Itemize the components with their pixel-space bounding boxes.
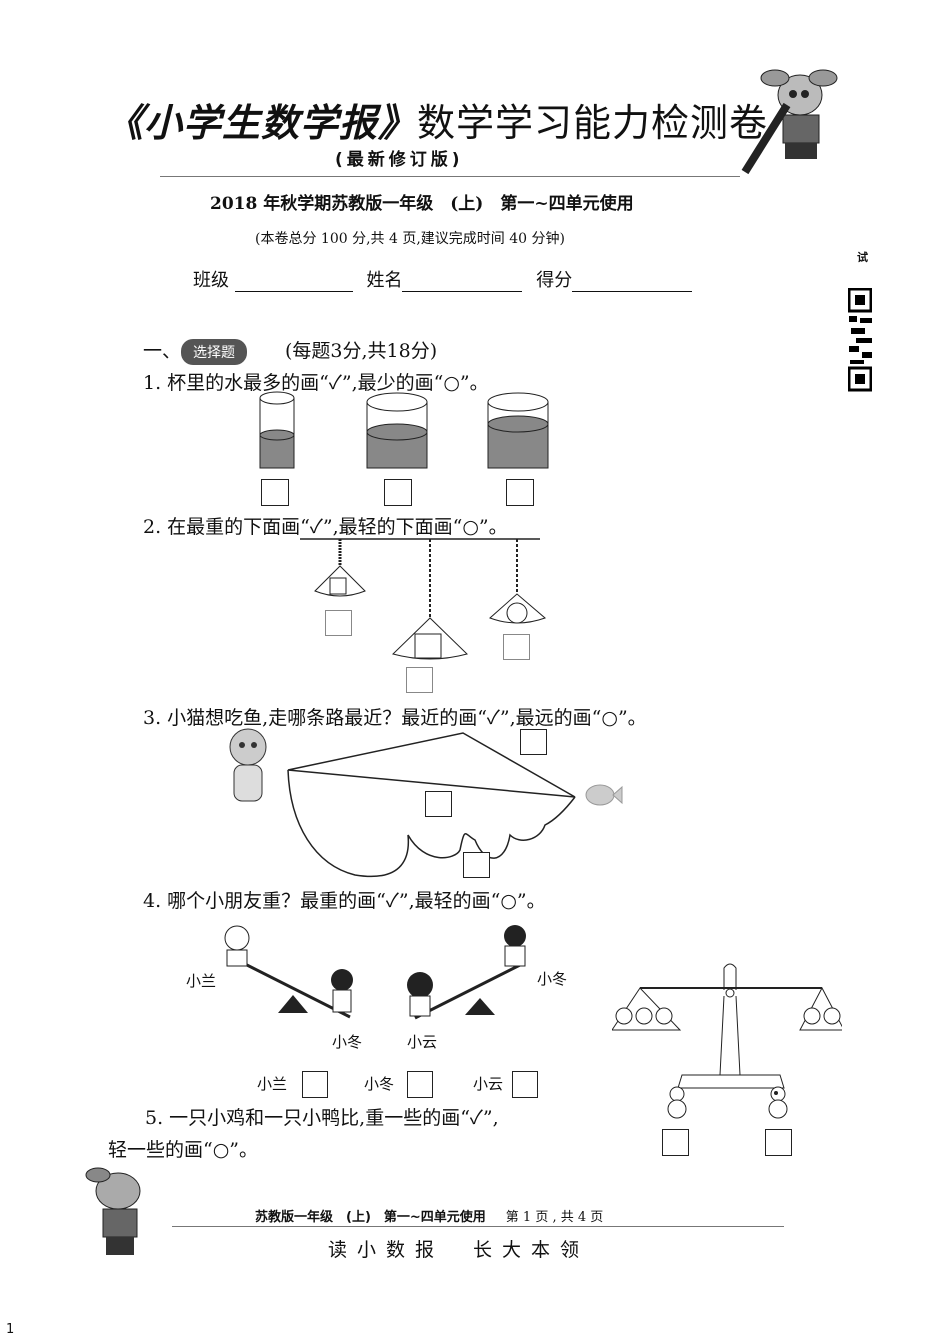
footer-slogan: 读小数报 长大本领 [328, 1239, 590, 1261]
q1-answer-box-3[interactable] [506, 479, 534, 506]
seesaw-label-xiaodong-right: 小冬 [537, 970, 568, 988]
cup-3 [487, 392, 549, 469]
spring-scale-2 [392, 539, 468, 660]
cat-icon [229, 728, 267, 802]
q5-answer-box-chick[interactable] [662, 1129, 689, 1156]
section-number: 一、 [143, 340, 182, 362]
question-4: 4. 哪个小朋友重？最重的画“✓”,最轻的画“○”。 [143, 890, 546, 912]
q3-answer-box-top[interactable] [520, 729, 547, 755]
section-scoring: (每题3分,共18分) [285, 340, 438, 362]
chick-group [615, 1007, 673, 1025]
duck-icon [768, 1086, 788, 1119]
duck-group [803, 1007, 841, 1025]
q4-seesaws [224, 925, 526, 1020]
spring-scale-1 [314, 539, 366, 597]
exam-note: (本卷总分 100 分,共 4 页,建议完成时间 40 分钟) [255, 231, 565, 247]
q1-answer-box-2[interactable] [384, 479, 412, 506]
q4-answer-box-xiaoyun[interactable] [512, 1071, 538, 1098]
q2-spring-scales [300, 538, 546, 624]
question-5-line-2: 轻一些的画“○”。 [108, 1139, 259, 1161]
page-title: 《小学生数学报》数学学习能力检测卷 [105, 92, 768, 147]
q2-answer-box-2[interactable] [406, 667, 433, 693]
question-5-line-1: 5. 一只小鸡和一只小鸭比,重一些的画“✓”, [145, 1107, 499, 1129]
q5-answer-box-duck[interactable] [765, 1129, 792, 1156]
q5-balance-scale [612, 963, 842, 1089]
seesaw-right [407, 925, 526, 1020]
fish-icon [585, 784, 623, 806]
side-text: 试 [857, 251, 868, 264]
q1-answer-box-1[interactable] [261, 479, 289, 506]
q2-answer-box-3[interactable] [503, 634, 530, 660]
header-divider [160, 176, 740, 177]
footer-divider [172, 1226, 784, 1227]
footer-page-info: 第 1 页 , 共 4 页 [505, 1210, 604, 1225]
student-info-fields: 班级 姓名 得分 [193, 266, 700, 292]
class-label: 班级 [193, 270, 229, 291]
name-field[interactable] [402, 273, 523, 292]
q3-paths [287, 732, 576, 878]
section-badge: 选择题 [181, 339, 248, 365]
q4-answer-box-xiaodong[interactable] [407, 1071, 433, 1098]
footer-edition: 苏教版一年级 (上) 第一~四单元使用 第 1 页 , 共 4 页 [255, 1206, 603, 1225]
q2-answer-box-1[interactable] [325, 610, 352, 636]
name-label: 姓名 [366, 270, 403, 291]
q4-answer-box-xiaolan[interactable] [302, 1071, 328, 1098]
question-2: 2. 在最重的下面画“✓”,最轻的下面画“○”。 [143, 516, 508, 538]
question-1: 1. 杯里的水最多的画“✓”,最少的画“○”。 [143, 372, 489, 394]
seesaw-label-xiaolan: 小兰 [186, 972, 217, 990]
answer-label-xiaodong: 小冬 [364, 1075, 395, 1093]
seesaw-label-xiaodong-left: 小冬 [332, 1033, 363, 1051]
spring-scale-3 [489, 539, 546, 624]
mascot-dog-icon [85, 1167, 141, 1255]
score-label: 得分 [536, 270, 573, 291]
cup-1 [259, 391, 295, 469]
q1-cups [259, 391, 549, 469]
answer-label-xiaoyun: 小云 [473, 1075, 504, 1093]
q3-answer-box-bottom[interactable] [463, 852, 490, 878]
q3-answer-box-middle[interactable] [425, 791, 452, 817]
title-text: 数学学习能力检测卷 [417, 101, 769, 145]
semester-info: 2018 年秋学期苏教版一年级 (上) 第一~四单元使用 [210, 194, 634, 214]
score-field[interactable] [572, 273, 693, 292]
seesaw-left [224, 925, 353, 1019]
subtitle: (最新修订版) [335, 150, 464, 170]
chick-icon [667, 1086, 687, 1119]
class-field[interactable] [234, 273, 353, 292]
cup-2 [366, 392, 428, 469]
brand-name: 《小学生数学报》 [105, 100, 418, 145]
question-3: 3. 小猫想吃鱼,走哪条路最近？最近的画“✓”,最远的画“○”。 [143, 707, 647, 729]
section-heading: 一、选择题 (每题3分,共18分) [143, 336, 437, 365]
page-number: 1 [6, 1322, 15, 1337]
seesaw-label-xiaoyun: 小云 [407, 1033, 438, 1051]
answer-label-xiaolan: 小兰 [257, 1075, 288, 1093]
qr-code-icon [848, 288, 872, 392]
mascot-dog-pencil-icon [741, 69, 838, 175]
footer-edition-text: 苏教版一年级 (上) 第一~四单元使用 [255, 1210, 486, 1225]
